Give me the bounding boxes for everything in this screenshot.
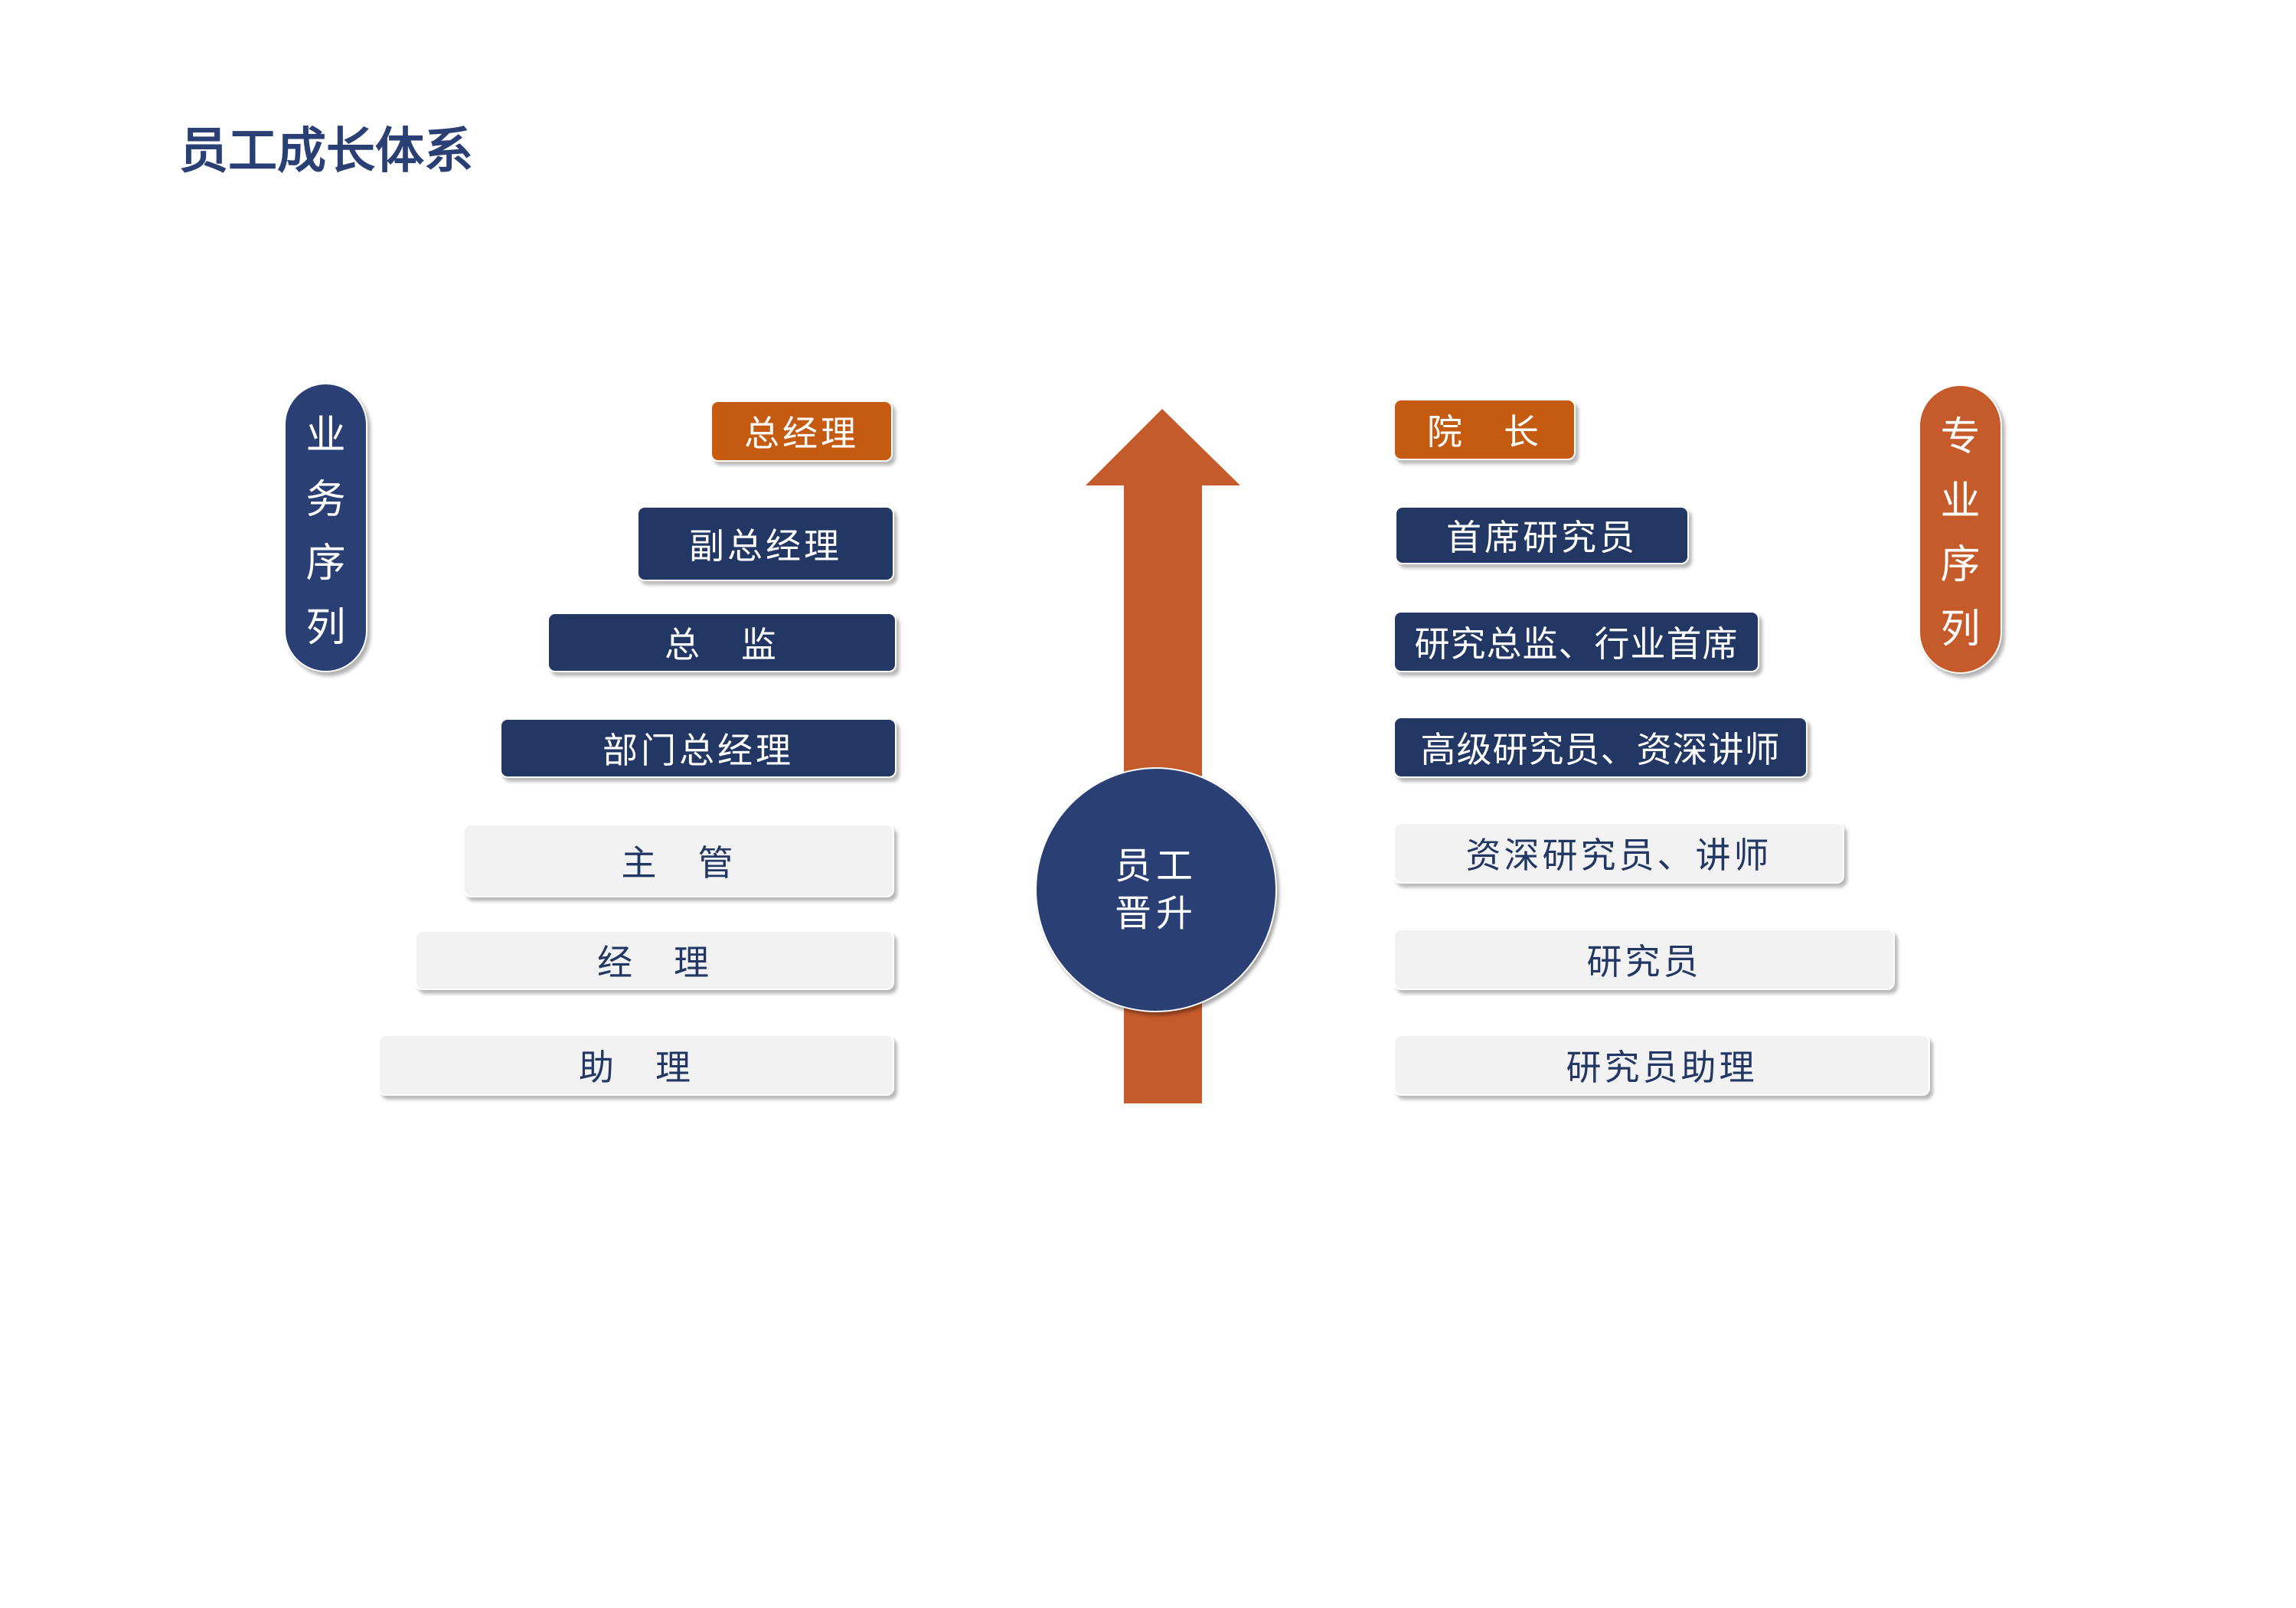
label-char: 序 xyxy=(1940,542,1981,589)
employee-promotion-circle: 员工 晋升 xyxy=(1035,767,1277,1012)
business-level-manager: 经 理 xyxy=(415,930,894,990)
business-level-department-gm: 部门总经理 xyxy=(500,718,897,778)
business-level-assistant: 助 理 xyxy=(378,1034,894,1096)
professional-level-research-director: 研究总监、行业首席 xyxy=(1393,611,1759,672)
center-line-2: 晋升 xyxy=(1114,892,1197,935)
business-level-general-manager: 总经理 xyxy=(710,400,893,462)
label-char: 序 xyxy=(305,541,346,587)
professional-level-senior-researcher: 高级研究员、资深讲师 xyxy=(1393,717,1808,778)
professional-level-dean: 院 长 xyxy=(1393,399,1576,460)
business-level-supervisor: 主 管 xyxy=(463,824,894,897)
label-char: 列 xyxy=(1940,606,1981,652)
page-title: 员工成长体系 xyxy=(179,123,473,180)
business-level-director: 总 监 xyxy=(547,613,897,672)
label-char: 专 xyxy=(1940,414,1981,461)
professional-track-label: 专 业 序 列 xyxy=(1919,384,2002,674)
professional-level-research-assistant: 研究员助理 xyxy=(1393,1034,1930,1096)
label-char: 业 xyxy=(1940,478,1981,525)
label-char: 列 xyxy=(305,604,346,651)
professional-level-senior-research-lecturer: 资深研究员、讲师 xyxy=(1393,822,1844,884)
center-line-1: 员工 xyxy=(1114,845,1197,887)
professional-level-chief-researcher: 首席研究员 xyxy=(1395,506,1689,564)
label-char: 业 xyxy=(305,413,346,459)
business-level-deputy-general-manager: 副总经理 xyxy=(637,506,894,581)
business-track-label: 业 务 序 列 xyxy=(284,383,367,672)
label-char: 务 xyxy=(305,476,346,523)
professional-level-researcher: 研究员 xyxy=(1393,929,1895,990)
